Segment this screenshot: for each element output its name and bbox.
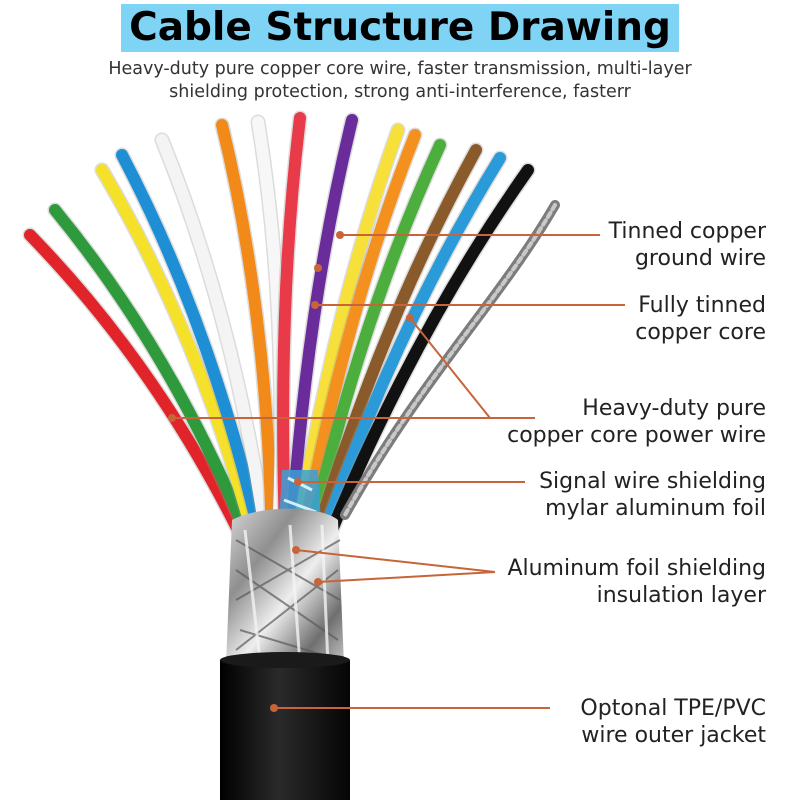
leader-dot (311, 301, 319, 309)
label-line: Signal wire shielding (539, 469, 766, 494)
title-wrap: Cable Structure Drawing (0, 4, 800, 52)
label-line: wire outer jacket (581, 723, 766, 748)
leader-dot (314, 578, 322, 586)
insulated-wire (116, 149, 265, 536)
subtitle-line-1: Heavy-duty pure copper core wire, faster… (108, 59, 692, 79)
label-ground-wire: Tinned copper ground wire (609, 218, 766, 272)
label-line: ground wire (634, 246, 766, 271)
leader-dot (406, 314, 414, 322)
ground-wire (340, 200, 560, 520)
subtitle-line-2: shielding protection, strong anti-interf… (169, 82, 631, 102)
leader-dot (314, 264, 322, 272)
label-line: insulation layer (596, 583, 766, 608)
page-title: Cable Structure Drawing (121, 4, 679, 52)
label-line: Optonal TPE/PVC (580, 696, 766, 721)
leader-dot (292, 546, 300, 554)
label-line: copper core (635, 320, 766, 345)
label-line: Heavy-duty pure (582, 396, 766, 421)
insulated-wire (24, 229, 244, 536)
insulated-wire (305, 139, 446, 536)
label-line: Tinned copper (608, 219, 766, 244)
leader-dot (168, 414, 176, 422)
insulated-wire (312, 144, 482, 536)
label-mylar-foil: Signal wire shielding mylar aluminum foi… (539, 468, 766, 522)
insulated-wire (326, 164, 534, 536)
insulated-wire (277, 112, 306, 536)
label-tinned-core: Fully tinned copper core (635, 292, 766, 346)
leader-dot (294, 478, 302, 486)
foil-shield (226, 508, 344, 666)
leader-dot (336, 231, 344, 239)
leader-line (317, 571, 496, 583)
label-foil-shield: Aluminum foil shielding insulation layer (507, 555, 766, 609)
label-line: Aluminum foil shielding (507, 556, 766, 581)
label-power-wire: Heavy-duty pure copper core power wire (507, 395, 766, 449)
insulated-wire (156, 134, 271, 536)
label-line: Fully tinned (638, 293, 766, 318)
leader-lines (168, 231, 625, 712)
outer-jacket (220, 652, 350, 800)
subtitle: Heavy-duty pure copper core wire, faster… (40, 58, 760, 104)
insulated-wire (49, 204, 251, 536)
insulated-wire (216, 119, 278, 536)
leader-line (409, 317, 491, 419)
label-outer-jacket: Optonal TPE/PVC wire outer jacket (580, 695, 766, 749)
insulated-wire (96, 164, 258, 536)
insulated-wire (319, 152, 506, 536)
label-line: mylar aluminum foil (545, 496, 766, 521)
leader-dot (270, 704, 278, 712)
leader-line (295, 549, 496, 573)
label-line: copper core power wire (507, 423, 766, 448)
wire-bundle (22, 110, 536, 538)
